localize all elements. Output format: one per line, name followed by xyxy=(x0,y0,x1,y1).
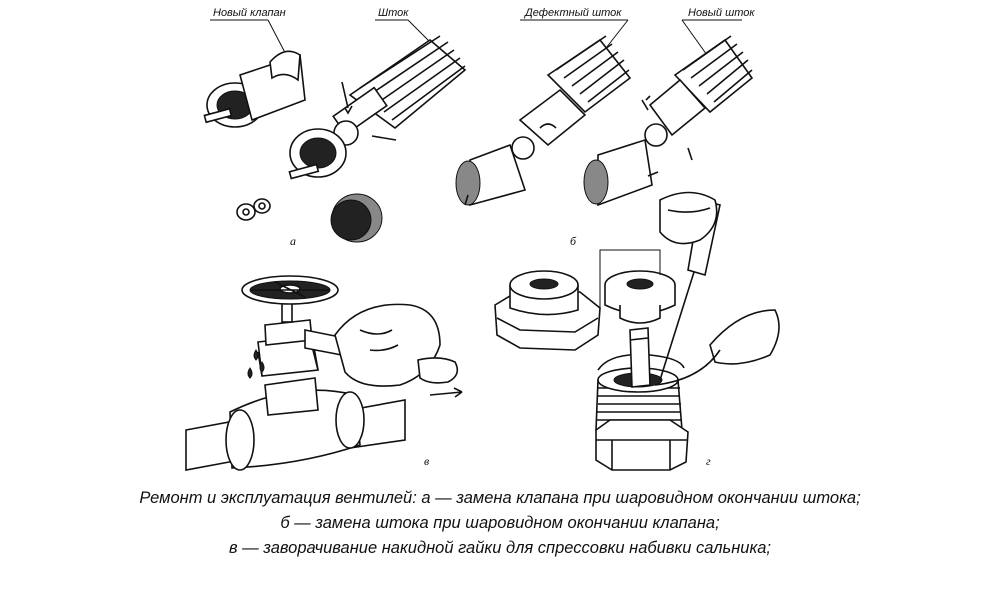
caption-line-1: Ремонт и эксплуатация вентилей: а — заме… xyxy=(139,489,861,507)
valve-body xyxy=(225,335,365,471)
valve-repair-illustration: Новый клапан Шток xyxy=(185,7,780,471)
defective-stem-part xyxy=(518,35,632,147)
wrench-and-hand xyxy=(304,303,463,398)
label-new-valve: Новый клапан xyxy=(213,7,286,19)
new-valve-part xyxy=(203,50,306,128)
gasket-disc xyxy=(330,193,383,243)
panel-b: Дефектный шток Новый шток xyxy=(455,7,755,248)
gland-nut xyxy=(264,299,313,346)
label-new-stem: Новый шток xyxy=(688,7,755,19)
panel-v: в xyxy=(185,275,463,471)
label-stem: Шток xyxy=(378,7,409,19)
panel-g: г xyxy=(494,191,780,471)
handwheel xyxy=(241,275,339,305)
stem-with-ball xyxy=(288,35,467,180)
label-defective-stem: Дефектный шток xyxy=(523,7,622,19)
hex-nut-exploded xyxy=(494,270,601,351)
caption-line-3: в — заворачивание накидной гайки для спр… xyxy=(228,539,772,557)
new-stem-part xyxy=(644,35,754,147)
figure-caption: Ремонт и эксплуатация вентилей: а — заме… xyxy=(0,486,1000,561)
packing-ring xyxy=(597,353,685,371)
panel-letter-a: а xyxy=(290,234,296,248)
gland-bushing xyxy=(604,270,676,324)
panel-letter-g: г xyxy=(706,454,711,468)
stem-spindle xyxy=(629,327,651,388)
caption-line-2: б — замена штока при шаровидном окончани… xyxy=(280,514,720,532)
screwdriver-and-hands xyxy=(654,191,780,386)
leader-frame xyxy=(599,249,661,308)
panel-a: Новый клапан Шток xyxy=(203,7,467,248)
panel-letter-b: б xyxy=(570,234,577,248)
panel-letter-v: в xyxy=(424,454,429,468)
washers xyxy=(236,198,271,221)
valve-cone-left xyxy=(455,136,535,207)
water-drips xyxy=(247,349,265,379)
valve-cone-right xyxy=(583,95,693,207)
leader-line xyxy=(407,19,431,43)
